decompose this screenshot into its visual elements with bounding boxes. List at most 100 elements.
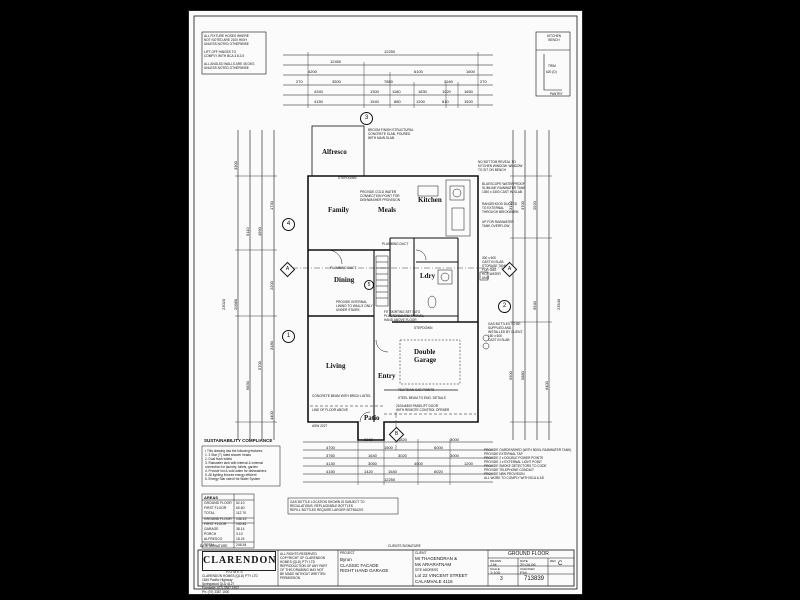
rev-value: C bbox=[558, 561, 563, 567]
client-name: Mr THAGENDRAN & Ms ARIARATNAM bbox=[415, 556, 458, 567]
note-stepdown-alfresco: STEPDOWN bbox=[338, 176, 357, 180]
client-label: CLIENT bbox=[415, 551, 427, 555]
dim-left-5: 3180 bbox=[269, 341, 274, 350]
dim-bottom-r3-3: 3000 bbox=[450, 453, 459, 458]
grid-marker-4: 4 bbox=[282, 218, 295, 231]
dim-left-3: 1730 bbox=[269, 201, 274, 210]
job-number: 713839 bbox=[524, 576, 545, 582]
dim-bottom-r4-2: 4500 bbox=[414, 461, 423, 466]
dim-bottom-r3-1: 1640 bbox=[368, 453, 377, 458]
dim-top-r2-0: 12450 bbox=[330, 59, 342, 64]
grid-marker-5: 5 bbox=[364, 280, 374, 290]
dim-top-r2-3: 1600 bbox=[466, 69, 475, 74]
dim-bottom-r2-0: 4700 bbox=[326, 445, 335, 450]
areas-row-label: FIRST FLOOR bbox=[204, 521, 227, 526]
dim-right-6: 6400 bbox=[544, 381, 549, 390]
dim-top-total: 12250 bbox=[384, 49, 396, 54]
sustainability-lines: • This drawing has the following feature… bbox=[205, 449, 267, 481]
note-brick-lintel: CONCRETE BEAM WITH BRICK LINTEL bbox=[312, 394, 372, 398]
note-gas-bottles: GAS BOTTLES TO BE SUPPLIED AND INSTALLED… bbox=[488, 322, 523, 342]
dim-right-3: 5500 bbox=[508, 371, 513, 380]
note-gas-points: TEA/TEA/5 GAS POINTS bbox=[398, 388, 435, 392]
areas-row-value: 52.10 bbox=[236, 501, 245, 505]
site-address: Lot 22 VINCENT STREET CALAMVALE 4116 bbox=[415, 573, 468, 584]
note-plumbing-duct-2: PLUMBING DUCT bbox=[330, 266, 357, 270]
dim-right-2: 2520 bbox=[532, 201, 537, 210]
dim-bottom-r3-0: 3760 bbox=[326, 453, 335, 458]
dim-top-r5-3: 1200 bbox=[416, 99, 425, 104]
room-entry: Entry bbox=[378, 372, 396, 380]
dim-bottom-r4-1: 3060 bbox=[368, 461, 377, 466]
dim-top-r5-0: 4150 bbox=[314, 99, 323, 104]
areas-row-label: TOTAL bbox=[204, 511, 215, 516]
dim-top-r5-5: 1520 bbox=[464, 99, 473, 104]
clarendon-logo: CLARENDON bbox=[202, 551, 276, 571]
note-no-bottom-reveal: NO BOTTOM REVEAL TO KITCHEN WINDOW. WIND… bbox=[478, 160, 523, 172]
dim-top-r4-2: 1180 bbox=[392, 89, 401, 94]
dim-top-r5-2: 880 bbox=[394, 99, 401, 104]
dim-top-r3-3: 2940 bbox=[444, 79, 453, 84]
grid-marker-1: 1 bbox=[282, 330, 295, 343]
external-notes: PROVIDE GARDENSHED (WITH 5000L RAINWATER… bbox=[484, 448, 572, 480]
dim-top-r5-1: 1540 bbox=[370, 99, 379, 104]
date-value: 20.04.06 bbox=[520, 562, 536, 567]
sheet-title: GROUND FLOOR bbox=[508, 551, 549, 557]
date-label: DATE bbox=[520, 559, 528, 563]
dim-left-2: 4990 bbox=[257, 227, 262, 236]
areas-title: AREAS bbox=[204, 495, 219, 500]
room-dining: Dining bbox=[334, 276, 355, 284]
dim-bottom-r5-2: 1540 bbox=[388, 469, 397, 474]
checked-label: CHECKED bbox=[520, 567, 535, 571]
company-address: CLARENDON HOMES (QLD) PTY LTD 1640 Pacif… bbox=[202, 574, 258, 594]
dim-top-r3-1: 3500 bbox=[332, 79, 341, 84]
areas-row-value: 38.14 bbox=[236, 527, 245, 531]
dim-top-r4-1: 1300 bbox=[370, 89, 379, 94]
date-signature-label: DATE SIGNATURE bbox=[200, 544, 228, 548]
dim-right-5: 9540 bbox=[532, 301, 537, 310]
dim-top-r3-0: 270 bbox=[296, 79, 303, 84]
drawn-label: DRAWN bbox=[490, 559, 502, 563]
areas-row-value: 18.24 bbox=[236, 537, 245, 542]
room-meals: Meals bbox=[378, 206, 396, 214]
kitchen-bench-trim: TRIM bbox=[548, 64, 556, 68]
dim-top-r4-0: 4340 bbox=[314, 89, 323, 94]
note-line-floor-above: LINE OF FLOOR ABOVE bbox=[312, 408, 348, 412]
note-rangehood: RANGEHOOD DUCTED TO EXTERNAL THROUGH BRI… bbox=[482, 202, 519, 214]
dim-bottom-total: 12250 bbox=[384, 477, 396, 482]
note-skirting: FIT SKIRTING SET INTO PLASTERBOARD TROWE… bbox=[384, 310, 425, 322]
areas-row-value: 60.60 bbox=[236, 506, 245, 511]
room-kitchen: Kitchen bbox=[418, 196, 442, 204]
rev-label: REV bbox=[550, 559, 557, 563]
room-family: Family bbox=[328, 206, 349, 214]
note-hot-water-tank: 300 x 600 CAST IN SLAB STORAGE TANK FOR … bbox=[482, 256, 507, 280]
dim-bottom-r3-2: 3020 bbox=[398, 453, 407, 458]
kitchen-bench-title: KITCHEN BENCH bbox=[547, 34, 561, 42]
grid-marker-3: 3 bbox=[360, 112, 373, 125]
logo-subtitle: H O M E S bbox=[226, 570, 243, 574]
drawn-value: J.M. bbox=[490, 562, 498, 567]
project-name: Byron CLASSIC FACADE RIGHT HAND GARAGE bbox=[340, 557, 389, 573]
client-signature-label: CLIENTS SIGNATURE bbox=[388, 544, 421, 548]
note-rainwater-overflow: UP FOR RAINWATER TANK OVERFLOW bbox=[482, 220, 514, 228]
scale-label: SCALE bbox=[490, 567, 500, 571]
room-alfresco: Alfresco bbox=[322, 148, 347, 156]
sheet-number: 3 bbox=[500, 576, 503, 582]
areas-row-label: TOTAL bbox=[204, 542, 215, 547]
dim-left-0: 3300 bbox=[233, 161, 238, 170]
dim-right-4: 5880 bbox=[520, 371, 525, 380]
note-stepdown: STEPDOWN bbox=[414, 326, 433, 330]
dim-left-7: 6830 bbox=[245, 381, 250, 390]
dim-bottom-r1-2: 3000 bbox=[450, 437, 459, 442]
dim-bottom-r5-3: 6020 bbox=[434, 469, 443, 474]
dim-bottom-r4-3: 1200 bbox=[464, 461, 473, 466]
note-asw: ASW 2027 bbox=[312, 424, 328, 428]
dim-left-9: 23020 bbox=[221, 298, 226, 310]
dim-right-7: 23540 bbox=[556, 298, 561, 310]
dim-top-r2-2: 6100 bbox=[414, 69, 423, 74]
sustainability-title: SUSTAINABILITY COMPLIANCE bbox=[204, 438, 273, 443]
areas-row-value: 246.54 bbox=[236, 542, 247, 547]
note-steel-beam: STEEL BEAM TO ENG. DETAILS bbox=[398, 396, 446, 400]
areas-row-label: GROUND FLOOR bbox=[204, 516, 232, 521]
areas-row-value: 112.70 bbox=[236, 511, 247, 516]
drawing-sheet: ALL FIXTURE HOSES WHERE NOT NOTED ARE 21… bbox=[188, 10, 583, 595]
